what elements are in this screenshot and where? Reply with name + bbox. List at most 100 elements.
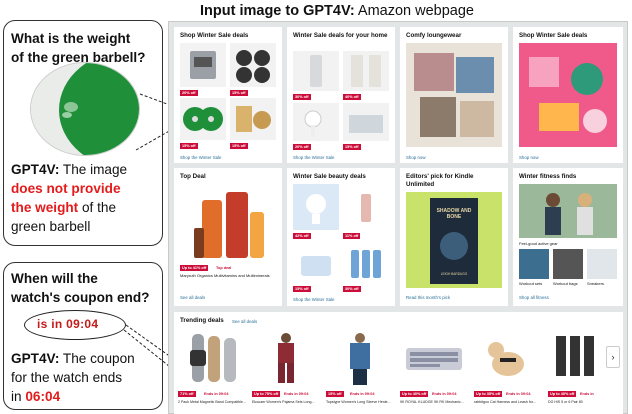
card-title: Top Deal bbox=[180, 173, 206, 180]
coupon-timer: Ends in 09:04 bbox=[432, 392, 457, 396]
workout-sets-tile[interactable] bbox=[519, 249, 549, 279]
workout-bags-tile[interactable] bbox=[553, 249, 583, 279]
espresso-machine-tile[interactable] bbox=[180, 43, 226, 87]
answer-line-3: in 06:04 bbox=[11, 389, 61, 404]
multivitamin-image[interactable] bbox=[180, 184, 276, 262]
fitness-item-label[interactable]: Workout sets bbox=[519, 281, 543, 286]
card-link[interactable]: Shop the Winter Sale bbox=[293, 297, 335, 302]
question-line-2: of the green barbell? bbox=[11, 50, 146, 65]
fitness-hero-image[interactable] bbox=[519, 184, 617, 238]
bedding-tile[interactable] bbox=[343, 103, 389, 141]
barbell-zoom-image bbox=[30, 62, 140, 156]
amazon-screenshot: Shop Winter Sale deals 20% off 15% off 1… bbox=[168, 21, 628, 414]
air-purifier-tile[interactable] bbox=[293, 51, 339, 91]
trending-product-name[interactable]: DG HiS 5 or 6 Pair 80 bbox=[548, 400, 583, 404]
card-link[interactable]: Read this month's pick bbox=[406, 295, 451, 300]
discount-badge: 30% off bbox=[293, 94, 311, 100]
answer-line-2: does not provide bbox=[11, 181, 121, 196]
card-title: Winter fitness finds bbox=[519, 173, 577, 180]
fitness-item-label[interactable]: Sneakers bbox=[587, 281, 604, 286]
discount-badge: 30% off bbox=[343, 286, 361, 292]
discount-badge: 15% off bbox=[343, 144, 361, 150]
socks-image[interactable] bbox=[548, 330, 608, 386]
answer-line-4: green barbell bbox=[11, 219, 91, 234]
coupon-zoom-oval: is in 09:04 bbox=[24, 310, 126, 340]
discount-badge: 40% off bbox=[343, 94, 361, 100]
card-link[interactable]: Shop the Winter Sale bbox=[293, 155, 335, 160]
trending-product-name[interactable]: rabbitgoo Cat Harness and Leash for... bbox=[474, 400, 536, 404]
trending-title: Trending deals bbox=[180, 317, 224, 324]
answer-line-1: GPT4V: The image bbox=[11, 162, 128, 177]
trending-badge: Up to 75% off bbox=[252, 391, 281, 397]
question-line-1: What is the weight bbox=[11, 31, 131, 46]
cat-harness-image[interactable] bbox=[474, 330, 542, 386]
card-top-deal[interactable]: Top Deal Up to 41% off Top deal Maryruth… bbox=[174, 168, 282, 306]
question-line-2: watch's coupon end? bbox=[11, 290, 150, 305]
book-author: LEIGH BARDUGO bbox=[440, 272, 468, 276]
card-fitness[interactable]: Winter fitness finds Feel-good active ge… bbox=[513, 168, 623, 306]
answer-line-1: GPT4V: The coupon bbox=[11, 351, 135, 366]
carousel-next-button[interactable]: › bbox=[606, 346, 620, 368]
weight-plates-tile[interactable] bbox=[230, 43, 276, 87]
green-barbell-tile[interactable] bbox=[180, 98, 226, 140]
callout-coupon-question: When will the watch's coupon end? GPT4V:… bbox=[3, 262, 163, 410]
discount-badge: 15% off bbox=[180, 143, 198, 149]
trending-badge: 71% off bbox=[178, 391, 196, 397]
card-link[interactable]: Shop now bbox=[406, 155, 426, 160]
answer-line-3: the weight of the bbox=[11, 200, 117, 215]
card-loungewear[interactable]: Comfy loungewear Shop now bbox=[400, 27, 508, 163]
card-title: Comfy loungewear bbox=[406, 32, 462, 39]
product-name[interactable]: Maryruth Organics Multivitamins and Mult… bbox=[180, 273, 270, 278]
cream-tile[interactable] bbox=[293, 242, 339, 284]
trending-badge: Up to 40% off bbox=[548, 391, 577, 397]
coupon-timer: Ends in 09:04 bbox=[350, 392, 375, 396]
discount-badge: 11% off bbox=[343, 233, 361, 239]
beauty-product-tile[interactable] bbox=[293, 184, 339, 230]
card-title: Shop Winter Sale deals bbox=[519, 32, 588, 39]
curtains-tile[interactable] bbox=[343, 51, 389, 91]
card-kindle-pick[interactable]: Editors' pick for Kindle Unlimited SHADO… bbox=[400, 168, 508, 306]
henley-image[interactable] bbox=[326, 330, 394, 386]
trending-product-name[interactable]: 9K ROYAL KLUDGE 9K RK Mechanic... bbox=[400, 400, 464, 404]
discount-badge: 42% off bbox=[293, 233, 311, 239]
see-all-deals-link[interactable]: See all deals bbox=[232, 319, 258, 324]
coupon-timer: Ends in bbox=[580, 392, 594, 396]
pajama-image[interactable] bbox=[252, 330, 320, 386]
card-home-deals[interactable]: Winter Sale deals for your home 30% off … bbox=[287, 27, 395, 163]
trending-badge: Up to 35% off bbox=[474, 391, 503, 397]
figure-title: Input image to GPT4V: Amazon webpage bbox=[200, 3, 474, 19]
trending-deals-strip: Trending deals See all deals › 71% off bbox=[174, 312, 623, 414]
card-link[interactable]: Shop the Winter Sale bbox=[180, 155, 222, 160]
card-title: Shop Winter Sale deals bbox=[180, 32, 249, 39]
dog-food-tile[interactable] bbox=[230, 98, 276, 140]
card-winter-sale-2[interactable]: Shop Winter Sale deals Shop now bbox=[513, 27, 623, 163]
card-winter-sale[interactable]: Shop Winter Sale deals 20% off 15% off 1… bbox=[174, 27, 282, 163]
watch-bands-image[interactable] bbox=[178, 330, 246, 386]
lotion-tile[interactable] bbox=[343, 242, 389, 284]
fitness-item-label[interactable]: Workout bags bbox=[553, 281, 578, 286]
coupon-timer: Ends in 09:04 bbox=[506, 392, 531, 396]
deal-label: Top deal bbox=[216, 266, 232, 270]
card-title: Editors' pick for Kindle Unlimited bbox=[406, 173, 474, 188]
hair-dryer-tile[interactable] bbox=[293, 103, 339, 141]
gifts-image[interactable] bbox=[519, 43, 617, 147]
card-title: Winter Sale deals for your home bbox=[293, 32, 388, 39]
book-cover-area[interactable]: SHADOW AND BONE LEIGH BARDUGO bbox=[406, 192, 502, 288]
keyboard-image[interactable] bbox=[400, 330, 468, 386]
coupon-timer: Ends in 09:04 bbox=[204, 392, 229, 396]
sneakers-tile[interactable] bbox=[587, 249, 617, 279]
trending-product-name[interactable]: 2 Pack Metal Magnetic Band Compatible... bbox=[178, 400, 246, 404]
coupon-zoom-text: is in 09:04 bbox=[37, 317, 99, 331]
trending-product-name[interactable]: Topstype Women's Long Sleeve Henle... bbox=[326, 400, 391, 404]
card-link[interactable]: Shop all fitness bbox=[519, 295, 549, 300]
skincare-tile[interactable] bbox=[343, 184, 389, 230]
answer-line-2: for the watch ends bbox=[11, 370, 123, 385]
card-beauty-deals[interactable]: Winter Sale beauty deals 42% off 11% off… bbox=[287, 168, 395, 306]
trending-product-name[interactable]: Ekouaer Women's Pajama Sets Long... bbox=[252, 400, 315, 404]
card-link[interactable]: See all deals bbox=[180, 295, 206, 300]
coupon-timer: Ends in 09:04 bbox=[284, 392, 309, 396]
loungewear-image[interactable] bbox=[406, 43, 502, 147]
card-link[interactable]: Shop now bbox=[519, 155, 539, 160]
trending-badge: 15% off bbox=[326, 391, 344, 397]
question-line-1: When will the bbox=[11, 271, 98, 286]
